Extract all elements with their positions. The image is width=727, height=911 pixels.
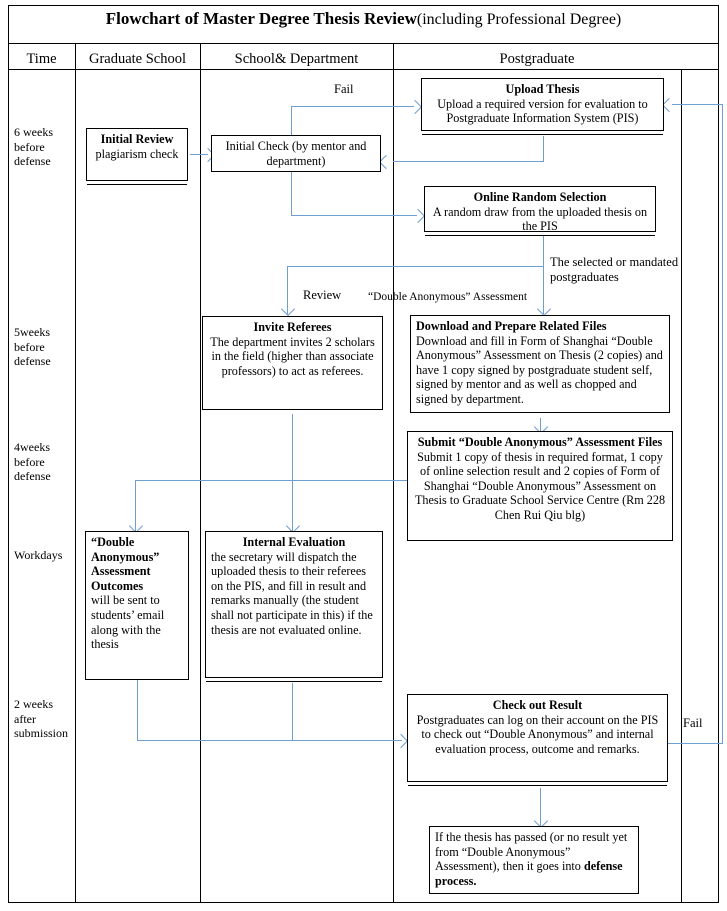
box-defense-note[interactable]: If the thesis has passed (or no result y… — [429, 826, 639, 894]
page-title-main: Flowchart of Master Degree Thesis Review — [105, 9, 417, 28]
edge-label-fail-bottom: Fail — [683, 716, 703, 730]
column-header-graduate-school: Graduate School — [88, 51, 187, 67]
box-invite-referees[interactable]: Invite Referees The department invites 2… — [202, 316, 383, 410]
box-assessment-outcomes-body: will be sent to students’ email along wi… — [91, 593, 165, 652]
edge-label-double-anonymous-assessment: “Double Anonymous” Assessment — [368, 291, 528, 303]
box-submit-assessment-files-title: Submit “Double Anonymous” Assessment Fil… — [417, 435, 663, 449]
rule-title-bottom — [8, 43, 719, 44]
box-initial-review-body: plagiarism check — [95, 146, 179, 161]
box-check-out-result-body: Postgraduates can log on their account o… — [416, 712, 659, 756]
column-header-postgraduate: Postgraduate — [499, 51, 575, 67]
box-submit-assessment-files[interactable]: Submit “Double Anonymous” Assessment Fil… — [407, 431, 673, 541]
box-upload-thesis-title: Upload Thesis — [505, 82, 580, 96]
edge-internal-evaluation-down — [292, 683, 293, 741]
box-online-random-selection[interactable]: Online Random Selection A random draw fr… — [424, 186, 656, 236]
time-label-5-weeks-before-defense: 5weeks before defense — [14, 325, 51, 368]
box-download-and-prepare-files[interactable]: Download and Prepare Related Files Downl… — [410, 315, 670, 413]
edge-online-random-selection-down — [543, 236, 544, 314]
box-initial-review[interactable]: Initial Review plagiarism check — [86, 128, 188, 185]
box-assessment-outcomes[interactable]: “Double Anonymous” Assessment Outcomes w… — [85, 531, 189, 680]
edge-upload-thesis-down — [543, 136, 544, 162]
page-title: Flowchart of Master Degree Thesis Review… — [8, 8, 719, 31]
col-sep-time — [75, 43, 76, 903]
edge-initial-review-to-initial-check — [190, 154, 208, 155]
edge-initial-check-up — [291, 106, 292, 136]
col-sep-graduate-school — [200, 43, 201, 903]
edge-invite-referees-to-internal-evaluation — [292, 414, 293, 531]
edge-download-to-submit — [540, 418, 541, 432]
box-download-and-prepare-files-title: Download and Prepare Related Files — [416, 319, 607, 333]
box-check-out-result-title: Check out Result — [492, 698, 583, 712]
column-header-time: Time — [26, 51, 57, 67]
time-label-2-weeks-after-submission: 2 weeks after submission — [14, 697, 69, 740]
edge-down-to-assessment-outcomes — [135, 480, 136, 531]
edge-label-fail-top: Fail — [334, 82, 354, 96]
box-internal-evaluation-title: Internal Evaluation — [242, 535, 346, 549]
edge-label-review: Review — [303, 288, 342, 302]
col-sep-school-department — [393, 43, 394, 903]
edge-to-online-random-selection — [291, 215, 417, 216]
box-internal-evaluation[interactable]: Internal Evaluation the secretary will d… — [205, 531, 383, 682]
column-header-school-department: School& Department — [234, 51, 359, 67]
box-initial-review-title: Initial Review — [100, 132, 174, 146]
box-defense-note-bold-tail: defense process. — [435, 859, 623, 888]
edge-fail-loop-right — [668, 743, 723, 744]
box-initial-check-body: Initial Check (by mentor and department) — [225, 138, 367, 168]
time-label-workdays: Workdays — [14, 548, 63, 562]
edge-down-to-invite-referees — [287, 266, 288, 314]
box-invite-referees-body: The department invites 2 scholars in the… — [210, 334, 375, 378]
edge-fail-loop-top — [672, 104, 723, 105]
box-download-and-prepare-files-body: Download and fill in Form of Shanghai “D… — [416, 333, 663, 406]
edge-fail-loop-vertical — [722, 104, 723, 744]
edge-label-selected-or-mandated: The selected or mandated postgraduates — [550, 255, 679, 284]
box-upload-thesis[interactable]: Upload Thesis Upload a required version … — [421, 78, 664, 135]
box-check-out-result[interactable]: Check out Result Postgraduates can log o… — [407, 694, 668, 786]
col-sep-postgraduate-right — [681, 69, 682, 903]
table-frame — [8, 5, 719, 903]
rule-header-bottom — [8, 69, 719, 70]
box-assessment-outcomes-title: “Double Anonymous” Assessment Outcomes — [91, 535, 160, 593]
page-title-suffix: (including Professional Degree) — [416, 11, 622, 28]
box-defense-note-body: If the thesis has passed (or no result y… — [435, 830, 628, 874]
box-internal-evaluation-body: the secretary will dispatch the uploaded… — [211, 549, 373, 637]
edge-upload-thesis-to-initial-check — [393, 161, 544, 162]
time-label-6-weeks-before-defense: 6 weeks before defense — [14, 125, 53, 168]
box-upload-thesis-body: Upload a required version for evaluation… — [437, 96, 648, 126]
edge-assessment-outcomes-down — [137, 680, 138, 740]
edge-branch-to-invite-referees — [287, 266, 544, 267]
box-invite-referees-title: Invite Referees — [253, 320, 332, 334]
box-initial-check[interactable]: Initial Check (by mentor and department) — [211, 135, 381, 172]
time-label-4-weeks-before-defense: 4weeks before defense — [14, 440, 51, 483]
edge-to-check-out-result — [137, 740, 402, 741]
box-submit-assessment-files-body: Submit 1 copy of thesis in required form… — [414, 449, 666, 522]
edge-submit-to-left-trunk — [135, 480, 410, 481]
edge-fail-to-upload-thesis — [291, 106, 414, 107]
box-online-random-selection-title: Online Random Selection — [473, 190, 607, 204]
box-online-random-selection-body: A random draw from the uploaded thesis o… — [432, 204, 648, 234]
edge-check-out-result-to-defense-note — [540, 788, 541, 826]
edge-initial-check-down — [291, 171, 292, 215]
